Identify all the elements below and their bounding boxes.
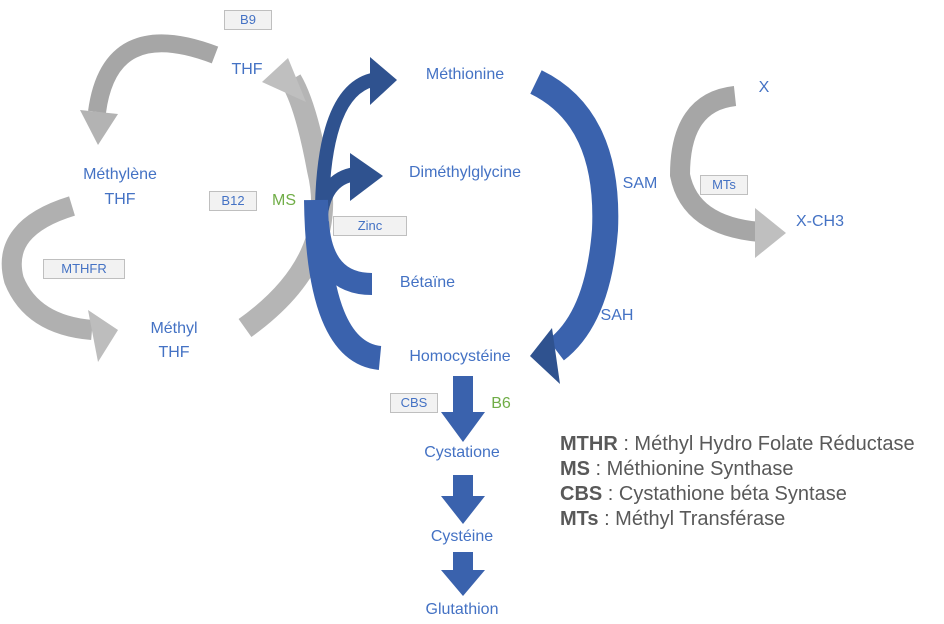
cbs-box: CBS — [390, 393, 438, 413]
node-homocysteine: Homocystéine — [409, 348, 511, 365]
arrow-x-to-xch3 — [669, 86, 762, 242]
cofactor-b6: B6 — [491, 395, 511, 412]
arrowhead — [370, 57, 397, 105]
b9-box: B9 — [224, 10, 272, 30]
node-x-ch3: X-CH3 — [795, 213, 844, 230]
legend-item: MS : Méthionine Synthase — [560, 458, 794, 480]
zinc-box: Zinc — [333, 216, 407, 236]
legend: MTHR : Méthyl Hydro Folate Réductase MS … — [560, 432, 915, 532]
arrowhead — [80, 110, 118, 145]
arrow-cystationne-to-cysteine — [441, 475, 485, 524]
node-dimethylglycine: Diméthylglycine — [408, 164, 522, 181]
node-cysteine: Cystéine — [430, 528, 494, 545]
arrowhead — [530, 328, 560, 384]
node-x: X — [758, 79, 770, 96]
arrow-methylene-to-methyl — [1, 196, 94, 340]
node-glutathion: Glutathion — [425, 601, 499, 618]
b12-box: B12 — [209, 191, 257, 211]
node-methylene-thf-1: Méthylène — [83, 166, 157, 183]
node-thf: THF — [231, 61, 263, 78]
node-methionine: Méthionine — [425, 66, 505, 83]
cofactor-ms: MS — [272, 192, 296, 209]
arrow-to-methionine — [315, 73, 375, 206]
node-sah: SAH — [600, 307, 634, 324]
arrow-methionine-to-homocysteine — [529, 70, 619, 361]
mthfr-box: MTHFR — [43, 259, 125, 279]
legend-item: MTs : Méthyl Transférase — [560, 508, 786, 530]
arrowhead — [350, 153, 383, 201]
legend-item: CBS : Cystathione béta Syntase — [560, 483, 847, 505]
arrow-thf-to-methylene — [88, 34, 219, 114]
arrow-homocysteine-to-cystationne — [441, 376, 485, 442]
node-methyl-thf-1: Méthyl — [150, 320, 198, 337]
node-sam: SAM — [622, 175, 658, 192]
node-cystationne: Cystatione — [424, 444, 500, 461]
legend-item: MTHR : Méthyl Hydro Folate Réductase — [560, 433, 915, 455]
arrowhead — [262, 58, 306, 102]
arrow-from-homocysteine — [304, 199, 383, 370]
arrowhead — [755, 208, 786, 258]
node-methylene-thf-2: THF — [104, 191, 136, 208]
node-betaine: Bétaïne — [399, 274, 456, 291]
arrow-cysteine-to-glutathion — [441, 552, 485, 596]
node-methyl-thf-2: THF — [158, 344, 190, 361]
mts-box: MTs — [700, 175, 748, 195]
arrowhead — [88, 310, 118, 362]
